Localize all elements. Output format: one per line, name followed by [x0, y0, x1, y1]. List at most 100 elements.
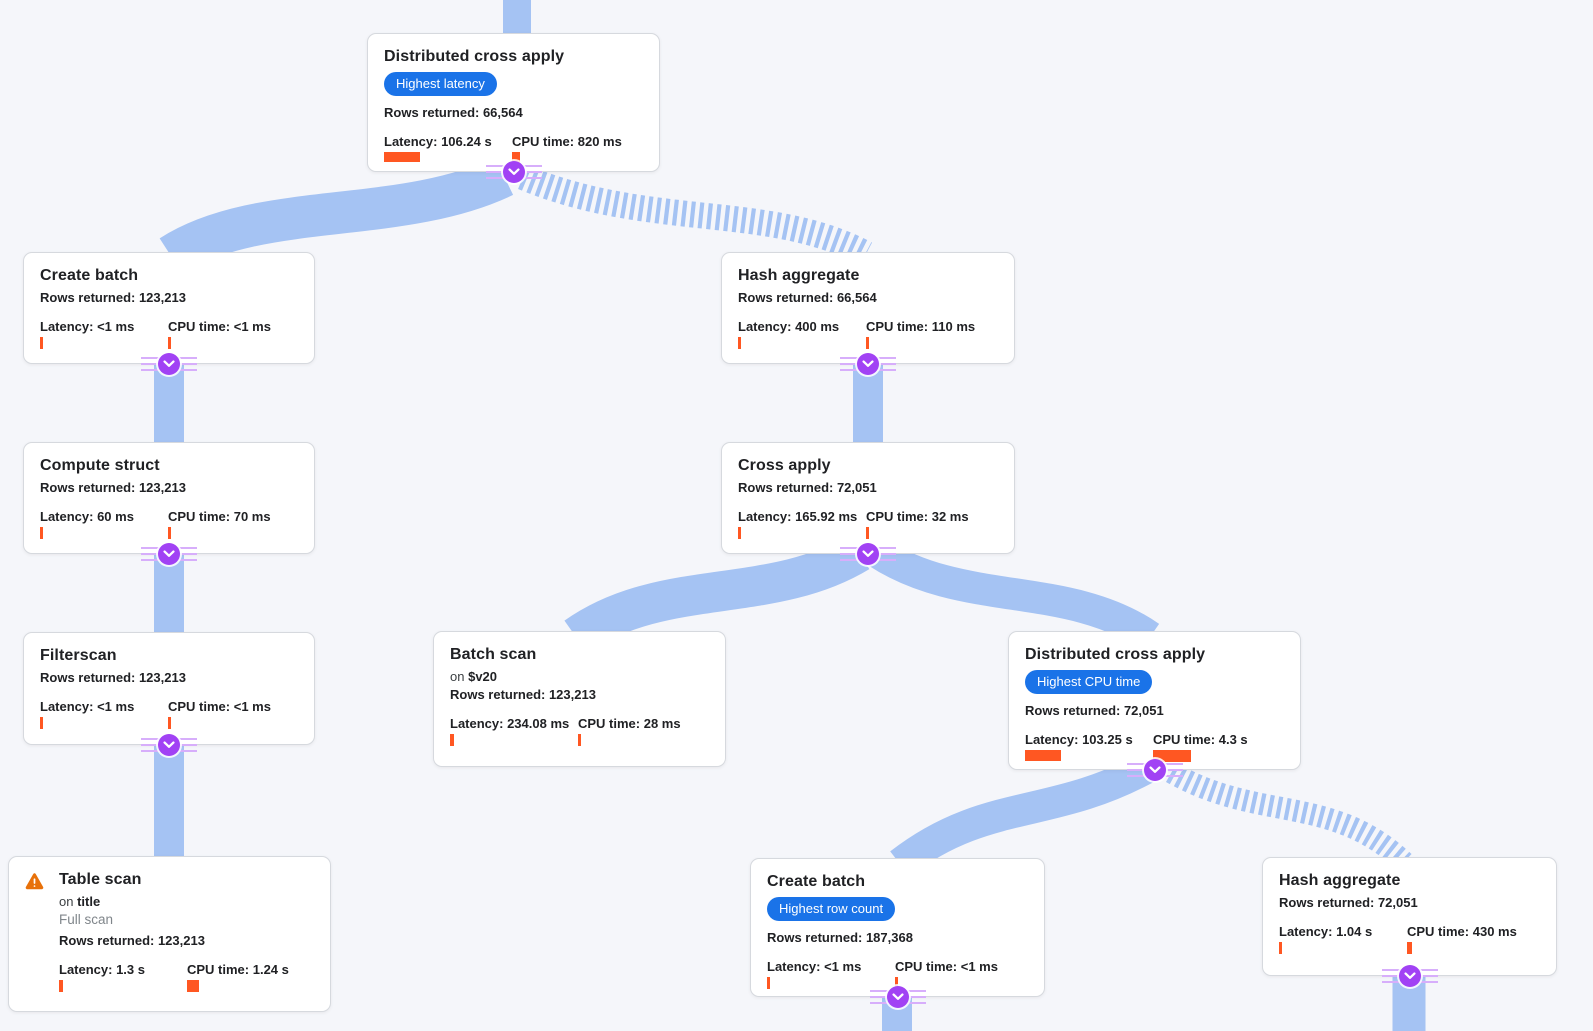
- cpu-metric: CPU time: <1 ms: [895, 959, 998, 989]
- cpu-label: CPU time: 4.3 s: [1153, 732, 1248, 747]
- plan-node-batch-scan[interactable]: Batch scan on $v20 Rows returned: 123,21…: [433, 631, 726, 767]
- chevron-down-icon: [1398, 965, 1421, 987]
- cpu-bar: [866, 337, 869, 349]
- expand-collapse-connector-create-batch-bottom[interactable]: [869, 986, 926, 1008]
- expand-collapse-connector-dca-top[interactable]: [485, 161, 542, 183]
- chevron-down-icon: [158, 353, 180, 375]
- latency-metric: Latency: 400 ms: [738, 319, 866, 349]
- rows-returned: Rows returned: 123,213: [59, 933, 205, 948]
- plan-node-filterscan[interactable]: Filterscan Rows returned: 123,213 Latenc…: [23, 632, 315, 745]
- latency-label: Latency: 1.3 s: [59, 962, 145, 977]
- node-metrics: Latency: 103.25 s CPU time: 4.3 s: [1025, 732, 1284, 762]
- cpu-metric: CPU time: 1.24 s: [187, 962, 289, 992]
- cpu-label: CPU time: <1 ms: [168, 699, 271, 714]
- node-target-name: $v20: [468, 669, 498, 684]
- latency-bar: [738, 337, 741, 349]
- cpu-metric: CPU time: 820 ms: [512, 134, 622, 164]
- plan-node-dca-right[interactable]: Distributed cross apply Highest CPU time…: [1008, 631, 1301, 770]
- cpu-label: CPU time: 1.24 s: [187, 962, 289, 977]
- cpu-bar: [512, 152, 520, 164]
- node-title: Cross apply: [738, 457, 831, 474]
- latency-bar: [40, 527, 43, 539]
- latency-bar: [40, 717, 43, 729]
- cpu-label: CPU time: 28 ms: [578, 716, 681, 731]
- node-metrics: Latency: 1.3 s CPU time: 1.24 s: [59, 962, 314, 992]
- node-target-prefix: on: [450, 669, 465, 684]
- latency-label: Latency: <1 ms: [40, 699, 135, 714]
- latency-bar: [384, 152, 420, 162]
- cpu-bar: [1407, 942, 1412, 954]
- node-metrics: Latency: <1 ms CPU time: <1 ms: [767, 959, 1028, 989]
- cpu-metric: CPU time: 32 ms: [866, 509, 969, 539]
- expand-collapse-connector-compute-struct[interactable]: [141, 543, 197, 565]
- chevron-down-icon: [1143, 759, 1166, 781]
- plan-node-dca-top[interactable]: Distributed cross apply Highest latency …: [367, 33, 660, 172]
- node-metrics: Latency: <1 ms CPU time: <1 ms: [40, 319, 298, 349]
- cpu-metric: CPU time: 110 ms: [866, 319, 975, 349]
- node-note: Full scan: [59, 912, 114, 927]
- node-target: on $v20: [450, 669, 709, 684]
- latency-metric: Latency: <1 ms: [767, 959, 895, 989]
- expand-collapse-connector-hash-agg-bottom[interactable]: [1381, 965, 1438, 987]
- latency-metric: Latency: 106.24 s: [384, 134, 512, 162]
- node-title: Hash aggregate: [738, 267, 860, 284]
- latency-metric: Latency: 1.3 s: [59, 962, 187, 992]
- cpu-metric: CPU time: 28 ms: [578, 716, 681, 746]
- cpu-label: CPU time: 820 ms: [512, 134, 622, 149]
- latency-metric: Latency: 1.04 s: [1279, 924, 1407, 954]
- plan-node-create-batch-left[interactable]: Create batch Rows returned: 123,213 Late…: [23, 252, 315, 364]
- cpu-label: CPU time: 32 ms: [866, 509, 969, 524]
- cpu-label: CPU time: <1 ms: [168, 319, 271, 334]
- plan-edge-dca-right-to-hash-agg-bottom: [1158, 758, 1412, 871]
- expand-collapse-connector-filterscan[interactable]: [141, 734, 197, 756]
- node-title: Hash aggregate: [1279, 872, 1401, 889]
- plan-node-create-batch-bottom[interactable]: Create batch Highest row count Rows retu…: [750, 858, 1045, 997]
- plan-edge-dca-top-to-create-batch-left: [159, 156, 514, 275]
- plan-node-cross-apply[interactable]: Cross apply Rows returned: 72,051 Latenc…: [721, 442, 1015, 554]
- latency-metric: Latency: 234.08 ms: [450, 716, 578, 746]
- cpu-bar: [1153, 750, 1191, 762]
- rows-returned: Rows returned: 123,213: [40, 290, 186, 305]
- cpu-metric: CPU time: 430 ms: [1407, 924, 1517, 954]
- latency-bar: [40, 337, 43, 349]
- node-badge: Highest row count: [767, 897, 896, 921]
- node-metrics: Latency: <1 ms CPU time: <1 ms: [40, 699, 298, 729]
- chevron-down-icon: [158, 734, 180, 756]
- plan-node-hash-agg-bottom[interactable]: Hash aggregate Rows returned: 72,051 Lat…: [1262, 857, 1557, 976]
- expand-collapse-connector-create-batch-left[interactable]: [141, 353, 197, 375]
- cpu-bar: [895, 977, 898, 989]
- cpu-label: CPU time: 430 ms: [1407, 924, 1517, 939]
- rows-returned: Rows returned: 187,368: [767, 930, 913, 945]
- rows-returned: Rows returned: 123,213: [40, 670, 186, 685]
- node-title: Filterscan: [40, 647, 117, 664]
- latency-label: Latency: 165.92 ms: [738, 509, 858, 524]
- latency-label: Latency: <1 ms: [767, 959, 862, 974]
- node-target-prefix: on: [59, 894, 74, 909]
- expand-collapse-connector-dca-right[interactable]: [1126, 759, 1183, 781]
- plan-node-hash-agg-top[interactable]: Hash aggregate Rows returned: 66,564 Lat…: [721, 252, 1015, 364]
- cpu-label: CPU time: 70 ms: [168, 509, 271, 524]
- chevron-down-icon: [857, 543, 879, 565]
- plan-node-table-scan[interactable]: Table scan on title Full scan Rows retur…: [8, 856, 331, 1012]
- cpu-metric: CPU time: 4.3 s: [1153, 732, 1248, 762]
- node-title: Create batch: [767, 873, 866, 890]
- rows-returned: Rows returned: 123,213: [450, 687, 596, 702]
- node-badge: Highest latency: [384, 72, 497, 96]
- plan-edge-dca-top-to-hash-agg-top: [517, 165, 873, 266]
- latency-label: Latency: 400 ms: [738, 319, 840, 334]
- expand-collapse-connector-hash-agg-top[interactable]: [840, 353, 896, 375]
- expand-collapse-connector-cross-apply[interactable]: [840, 543, 896, 565]
- cpu-bar: [168, 337, 171, 349]
- cpu-label: CPU time: 110 ms: [866, 319, 976, 334]
- plan-node-compute-struct[interactable]: Compute struct Rows returned: 123,213 La…: [23, 442, 315, 554]
- warning-icon: [25, 873, 44, 890]
- cpu-bar: [168, 717, 171, 729]
- latency-label: Latency: 60 ms: [40, 509, 134, 524]
- latency-metric: Latency: <1 ms: [40, 319, 168, 349]
- rows-returned: Rows returned: 66,564: [384, 105, 523, 120]
- cpu-label: CPU time: <1 ms: [895, 959, 998, 974]
- latency-metric: Latency: 165.92 ms: [738, 509, 866, 539]
- node-title: Batch scan: [450, 646, 537, 663]
- chevron-down-icon: [857, 353, 879, 375]
